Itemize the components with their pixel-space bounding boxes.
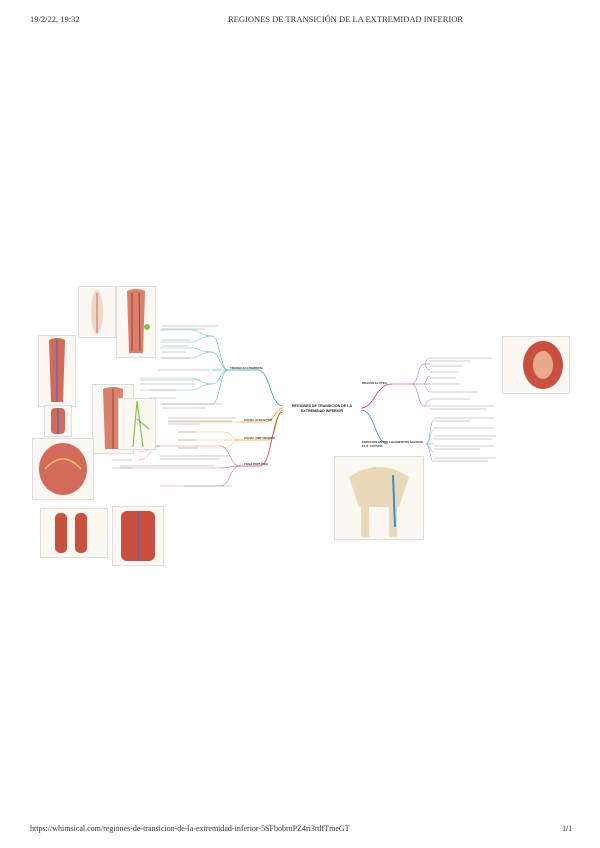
- anatomy-image-thigh-muscles: [116, 286, 156, 358]
- central-node: REGIONES DE TRANSICIÓN DE LA EXTREMIDAD …: [291, 404, 353, 413]
- anatomy-image-gluteal: [32, 438, 94, 500]
- connector-center-espacios: [360, 409, 389, 445]
- print-page-number: 1/1: [562, 824, 573, 833]
- anatomy-image-nerves: [118, 398, 156, 450]
- anatomy-image-pelvis: [334, 456, 424, 540]
- anatomy-image-popliteal: [44, 405, 72, 437]
- print-title: REGIONES DE TRANSICIÓN DE LA EXTREMIDAD …: [228, 14, 464, 24]
- branch-fosa-poplitea: FOSA POPLÍTEA: [244, 462, 269, 466]
- anatomy-image-posterior-leg: [40, 508, 108, 558]
- branch-canal-aductor: CANAL AUDUCTOR: [244, 418, 273, 422]
- connector-center-triangulo: [228, 369, 284, 407]
- branch-canal-obturador: CANAL OBTURADOR: [244, 436, 275, 440]
- print-datetime: 19/2/22, 19:32: [30, 14, 80, 24]
- anatomy-image-hip-vessels: [38, 335, 76, 407]
- branch-triangulo-femoral: TRIÁNGULO FEMORAL: [230, 366, 264, 370]
- connector-center-canal-obturador: [240, 409, 284, 441]
- anatomy-image-gluteal-right: [502, 336, 570, 394]
- connector-center-glutea: [360, 383, 393, 409]
- print-url[interactable]: https://whimsical.com/regiones-de-transi…: [30, 824, 350, 833]
- connector-center-canal-aductor: [240, 407, 284, 423]
- connector-center-fosa: [240, 411, 284, 467]
- branch-espacios: ESPACIOS ENTRE LIGAMENTOS SACROS: F.I.O.…: [362, 440, 424, 448]
- anatomy-image-leg-front: [78, 286, 116, 338]
- branch-region-glutea: REGIÓN GLÚTEA: [362, 381, 388, 385]
- anatomy-image-popliteal-fossa: [112, 506, 164, 566]
